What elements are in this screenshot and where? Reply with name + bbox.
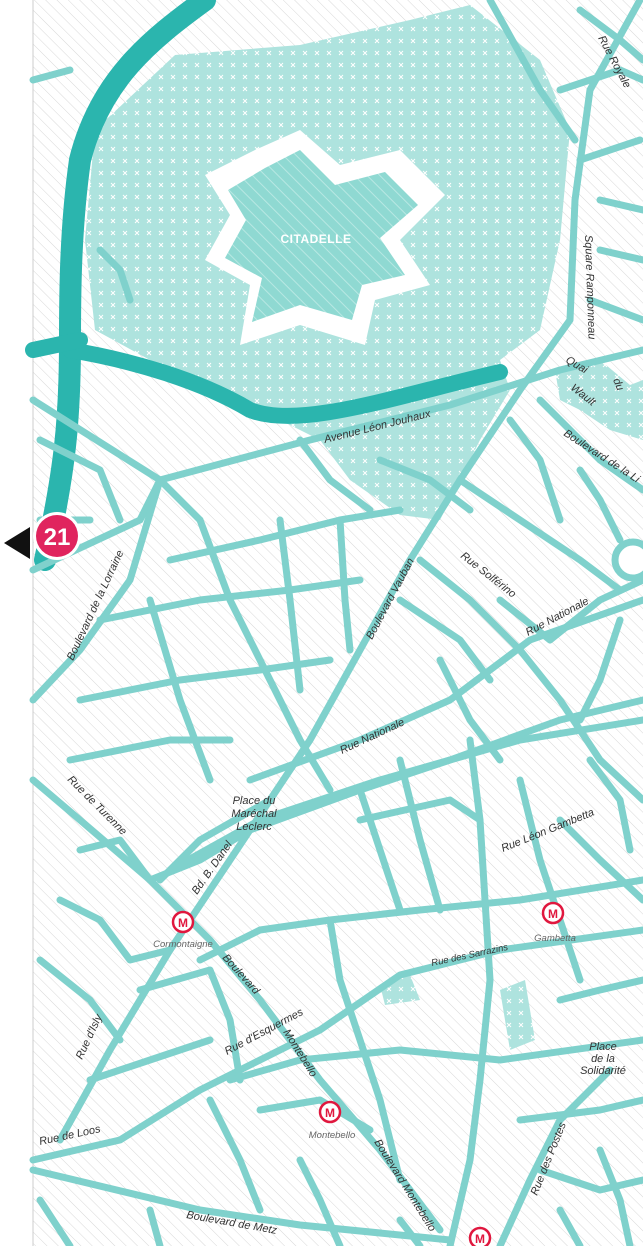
metro-symbol: M bbox=[548, 907, 558, 921]
metro-symbol: M bbox=[178, 916, 188, 930]
left-margin bbox=[0, 0, 33, 1246]
metro-station-label: Gambetta bbox=[534, 933, 576, 944]
metro-symbol: M bbox=[325, 1106, 335, 1120]
label-leclerc[interactable]: Leclerc bbox=[236, 821, 272, 833]
metro-icon bbox=[171, 910, 195, 934]
metro-station-cormontaigne[interactable]: M Cormontaigne bbox=[153, 910, 213, 950]
label-square-ramponneau[interactable]: Square Ramponneau bbox=[582, 235, 598, 340]
street-network bbox=[29, 0, 643, 1246]
wault-park bbox=[555, 360, 643, 440]
label-place[interactable]: Place bbox=[589, 1041, 617, 1053]
metro-station-label: Cormontaigne bbox=[153, 939, 213, 950]
pointer-arrow-icon bbox=[4, 527, 30, 559]
badge-number: 21 bbox=[44, 524, 71, 551]
label-marechal[interactable]: Maréchal bbox=[231, 808, 277, 820]
citadelle-label[interactable]: CITADELLE bbox=[281, 232, 352, 246]
label-solidarite[interactable]: Solidarité bbox=[580, 1065, 626, 1077]
roundabout bbox=[611, 538, 643, 582]
metro-station-montebello[interactable]: M Montebello bbox=[309, 1100, 355, 1141]
citadel-fortress bbox=[225, 150, 418, 322]
route-badge-21[interactable]: 21 bbox=[4, 512, 81, 560]
label-de-la[interactable]: de la bbox=[591, 1053, 615, 1065]
badge-fill bbox=[36, 515, 78, 557]
label-du[interactable]: du bbox=[610, 377, 626, 393]
metro-icon bbox=[318, 1100, 342, 1124]
metro-station-label: Montebello bbox=[309, 1130, 355, 1141]
metro-icon bbox=[468, 1226, 492, 1246]
metro-icon bbox=[541, 901, 565, 925]
metro-station-bottom[interactable]: M bbox=[468, 1226, 492, 1246]
metro-station-gambetta[interactable]: M Gambetta bbox=[534, 901, 576, 944]
metro-symbol: M bbox=[475, 1232, 485, 1246]
sarrazins-park-2 bbox=[500, 980, 535, 1050]
label-place-du[interactable]: Place du bbox=[233, 795, 276, 807]
